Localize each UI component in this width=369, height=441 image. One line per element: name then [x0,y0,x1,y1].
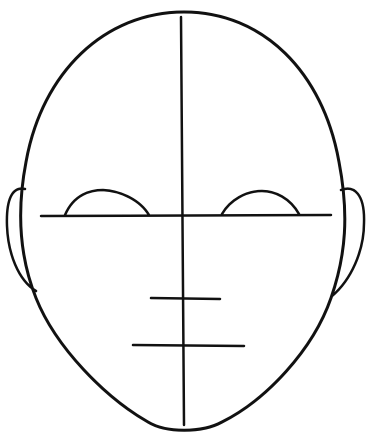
left-eye-arc [65,190,149,215]
right-eye-arc [222,191,299,214]
vertical-centerline [181,17,184,425]
mouth-guide-line [133,345,244,346]
nose-guide-line [151,298,220,299]
eye-guide-line [41,215,331,216]
